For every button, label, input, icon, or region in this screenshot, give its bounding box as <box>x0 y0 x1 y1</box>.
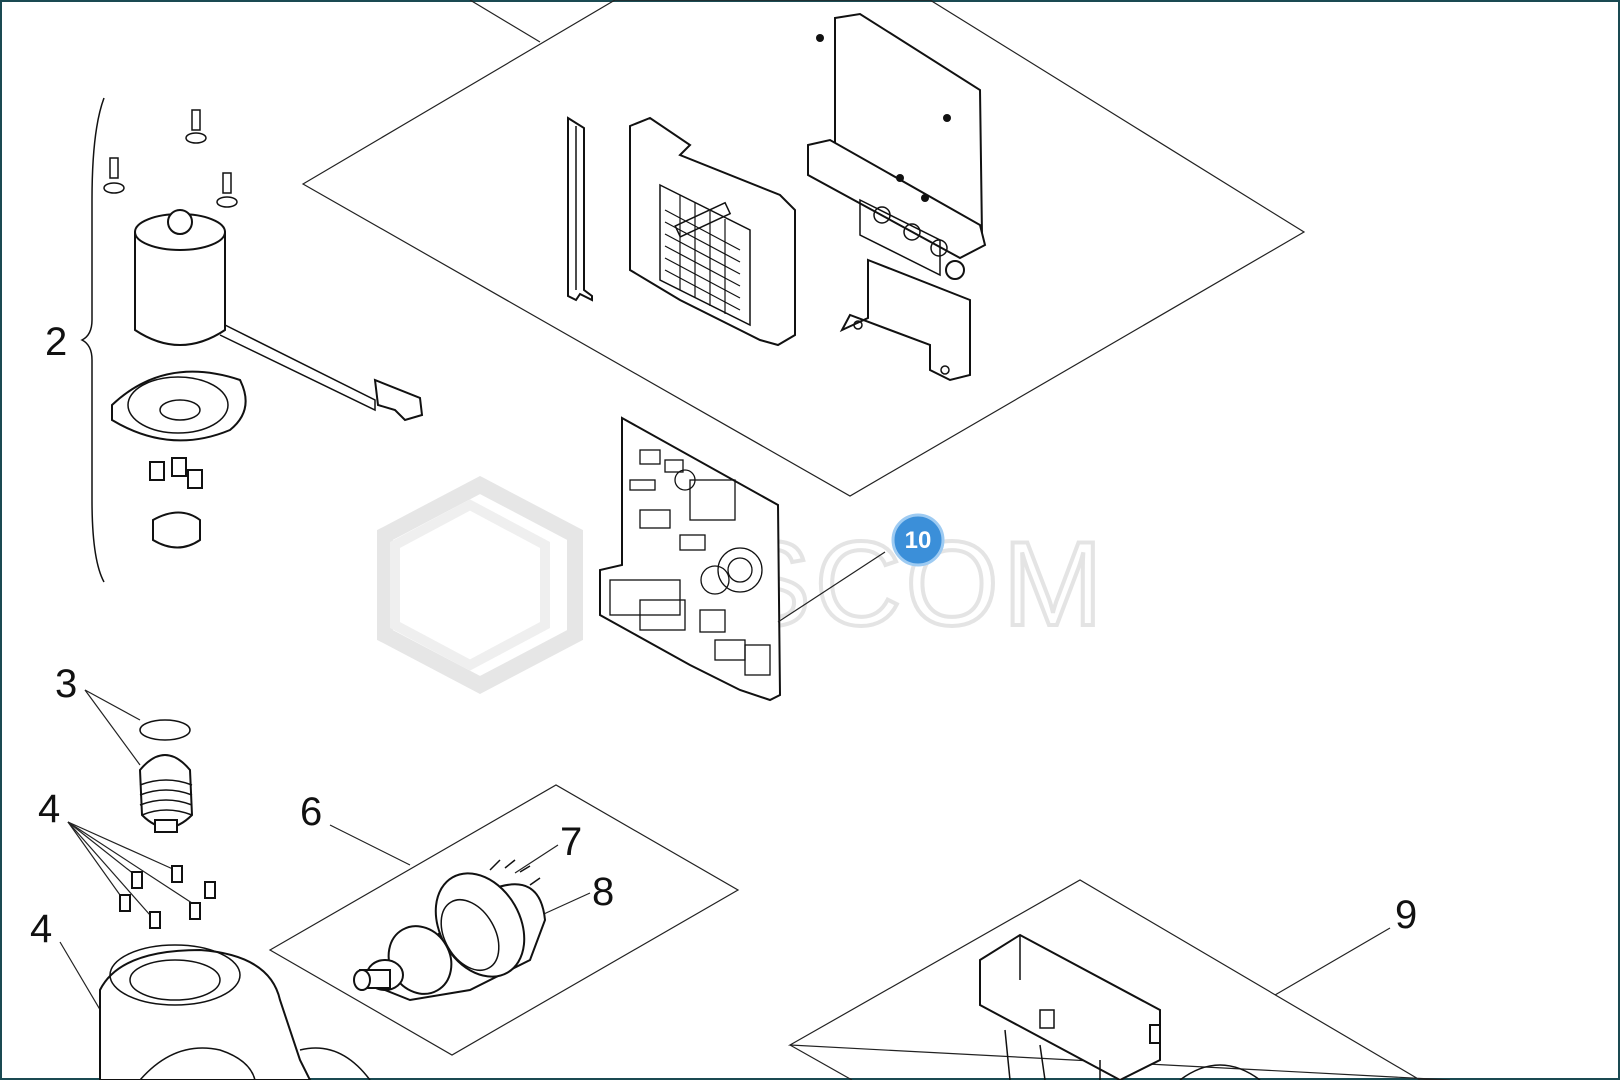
badge-10-leader-line <box>777 551 886 623</box>
drive-gear-assembly <box>353 859 547 1002</box>
control-box-panel-outline <box>301 0 1306 497</box>
label-item-7: 7 <box>560 820 582 864</box>
bottom-right-panel-edge <box>789 1044 853 1080</box>
callout-badge-10: 10 <box>891 513 945 567</box>
label-item-3: 3 <box>55 662 77 706</box>
control-board-pcb <box>599 416 782 702</box>
item-3-leaders <box>84 689 141 766</box>
item-2-brace <box>80 97 105 583</box>
label-item-9: 9 <box>1395 893 1417 937</box>
item-4-top-leaders <box>67 821 196 916</box>
badge-10-text: 10 <box>905 527 932 554</box>
label-item-4-top: 4 <box>38 787 60 831</box>
motor-assembly <box>103 109 424 549</box>
label-item-8: 8 <box>592 870 614 914</box>
label-item-2: 2 <box>45 320 67 364</box>
label-item-4-bottom: 4 <box>30 907 52 951</box>
bottom-right-panel-outline <box>787 879 1451 1080</box>
battery-module <box>979 933 1261 1080</box>
item-6-leader <box>329 824 411 866</box>
screws-item-4 <box>119 865 216 929</box>
l-mounting-bracket <box>839 258 971 382</box>
gear-group-panel-outline <box>268 784 740 1056</box>
panel-leader-line <box>469 0 541 43</box>
label-item-6: 6 <box>300 790 322 834</box>
control-housing <box>629 116 796 347</box>
item-9-leader <box>1274 927 1391 996</box>
o-ring <box>139 719 191 741</box>
gear-housing <box>99 944 371 1080</box>
worm-screw <box>138 754 194 833</box>
mounting-bracket-strip <box>567 116 593 302</box>
item-7-leader <box>514 844 559 874</box>
backplate-assembly <box>807 12 987 280</box>
